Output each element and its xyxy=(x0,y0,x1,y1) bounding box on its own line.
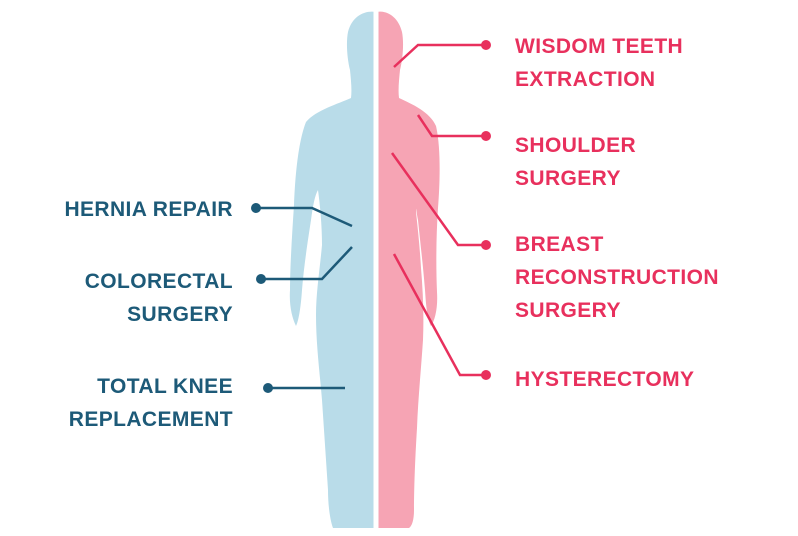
wisdom-teeth-connector xyxy=(394,45,486,67)
label-line: TOTAL KNEE xyxy=(69,370,233,403)
hernia-dot xyxy=(251,203,261,213)
label-total-knee-replacement: TOTAL KNEE REPLACEMENT xyxy=(69,370,233,436)
label-line: RECONSTRUCTION xyxy=(515,261,719,294)
label-shoulder-surgery: SHOULDER SURGERY xyxy=(515,129,636,195)
male-body-half xyxy=(290,12,376,528)
knee-dot xyxy=(263,383,273,393)
label-line: HERNIA REPAIR xyxy=(64,193,233,226)
shoulder-dot xyxy=(481,131,491,141)
label-line: SHOULDER xyxy=(515,129,636,162)
label-line: HYSTERECTOMY xyxy=(515,363,694,396)
female-body-half xyxy=(376,12,440,528)
label-line: SURGERY xyxy=(515,162,636,195)
label-hysterectomy: HYSTERECTOMY xyxy=(515,363,694,396)
label-line: COLORECTAL xyxy=(85,265,233,298)
breast-dot xyxy=(481,240,491,250)
label-line: EXTRACTION xyxy=(515,63,683,96)
label-line: WISDOM TEETH xyxy=(515,30,683,63)
label-colorectal-surgery: COLORECTAL SURGERY xyxy=(85,265,233,331)
label-line: BREAST xyxy=(515,228,719,261)
colorectal-dot xyxy=(256,274,266,284)
hysterectomy-dot xyxy=(481,370,491,380)
label-line: SURGERY xyxy=(85,298,233,331)
label-breast-reconstruction-surgery: BREAST RECONSTRUCTION SURGERY xyxy=(515,228,719,327)
wisdom-teeth-dot xyxy=(481,40,491,50)
label-line: REPLACEMENT xyxy=(69,403,233,436)
label-wisdom-teeth-extraction: WISDOM TEETH EXTRACTION xyxy=(515,30,683,96)
label-hernia-repair: HERNIA REPAIR xyxy=(64,193,233,226)
label-line: SURGERY xyxy=(515,294,719,327)
